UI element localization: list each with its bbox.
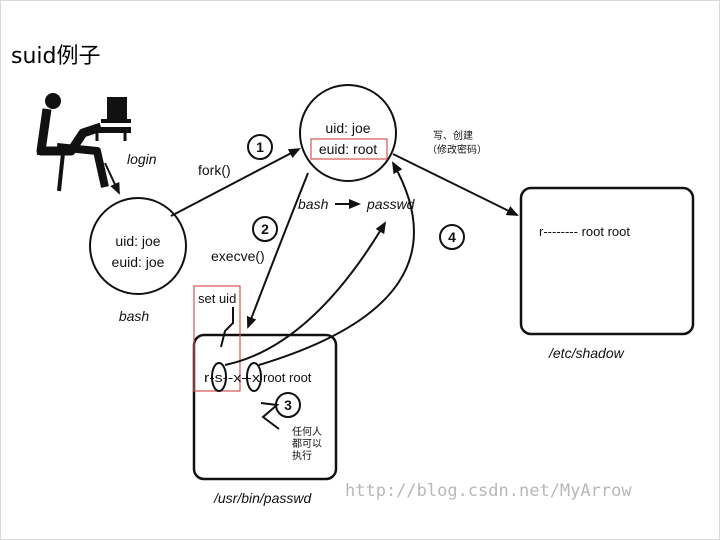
fork-label: fork() xyxy=(198,162,231,178)
shadow-file-box xyxy=(519,186,695,336)
bash-uid: uid: joe xyxy=(115,233,160,249)
step-1-circle xyxy=(247,134,273,160)
slide-title: suid例子 xyxy=(11,44,100,69)
step-1-number: 1 xyxy=(256,139,264,155)
fork-arrow xyxy=(170,148,301,217)
setuid-bit-mark xyxy=(211,362,227,392)
setuid-lightning-icon xyxy=(220,307,234,348)
setuid-to-passwd-arrow xyxy=(224,221,387,366)
bash-process-circle xyxy=(89,197,187,295)
login-label: login xyxy=(127,151,157,167)
step-4-circle xyxy=(439,224,465,250)
shadow-file-path: /etc/shadow xyxy=(548,345,625,361)
bash-euid: euid: joe xyxy=(112,254,165,270)
login-arrow xyxy=(104,162,120,195)
euid-root-highlight xyxy=(310,138,388,160)
write-shadow-arrow xyxy=(392,153,519,216)
step-2-circle xyxy=(252,216,278,242)
execute-note-line-2: 都可以 xyxy=(292,438,322,450)
setuid-note: set uid xyxy=(198,291,236,306)
step-4-number: 4 xyxy=(448,229,456,245)
flow-from-label: bash xyxy=(298,196,329,212)
execute-note-line-3: 执行 xyxy=(292,449,312,462)
passwd-uid: uid: joe xyxy=(325,120,370,136)
passwd-file-box xyxy=(192,333,338,481)
step-3-number: 3 xyxy=(284,397,292,413)
exec-to-process-arrow xyxy=(258,161,415,366)
execute-note-line-1: 任何人 xyxy=(292,425,322,438)
other-exec-bit-mark xyxy=(246,362,262,392)
passwd-euid: euid: root xyxy=(319,141,377,157)
passwd-owner: root root xyxy=(263,370,312,385)
write-note-line-1: 写、创建 xyxy=(433,129,473,142)
step-3-circle xyxy=(275,392,301,418)
execve-label: execve() xyxy=(211,248,265,264)
exec-lightning-icon xyxy=(260,402,280,430)
write-note-line-2: （修改密码） xyxy=(427,143,487,156)
flow-to-label: passwd xyxy=(366,196,416,212)
passwd-file-path: /usr/bin/passwd xyxy=(213,490,312,506)
step-2-number: 2 xyxy=(261,221,269,237)
shadow-content: r-------- root root xyxy=(539,224,630,239)
bash-caption: bash xyxy=(119,308,150,324)
user-at-computer-icon xyxy=(36,93,131,192)
watermark: http://blog.csdn.net/MyArrow xyxy=(345,481,632,501)
passwd-process-circle xyxy=(299,84,397,182)
execve-arrow xyxy=(246,172,309,329)
